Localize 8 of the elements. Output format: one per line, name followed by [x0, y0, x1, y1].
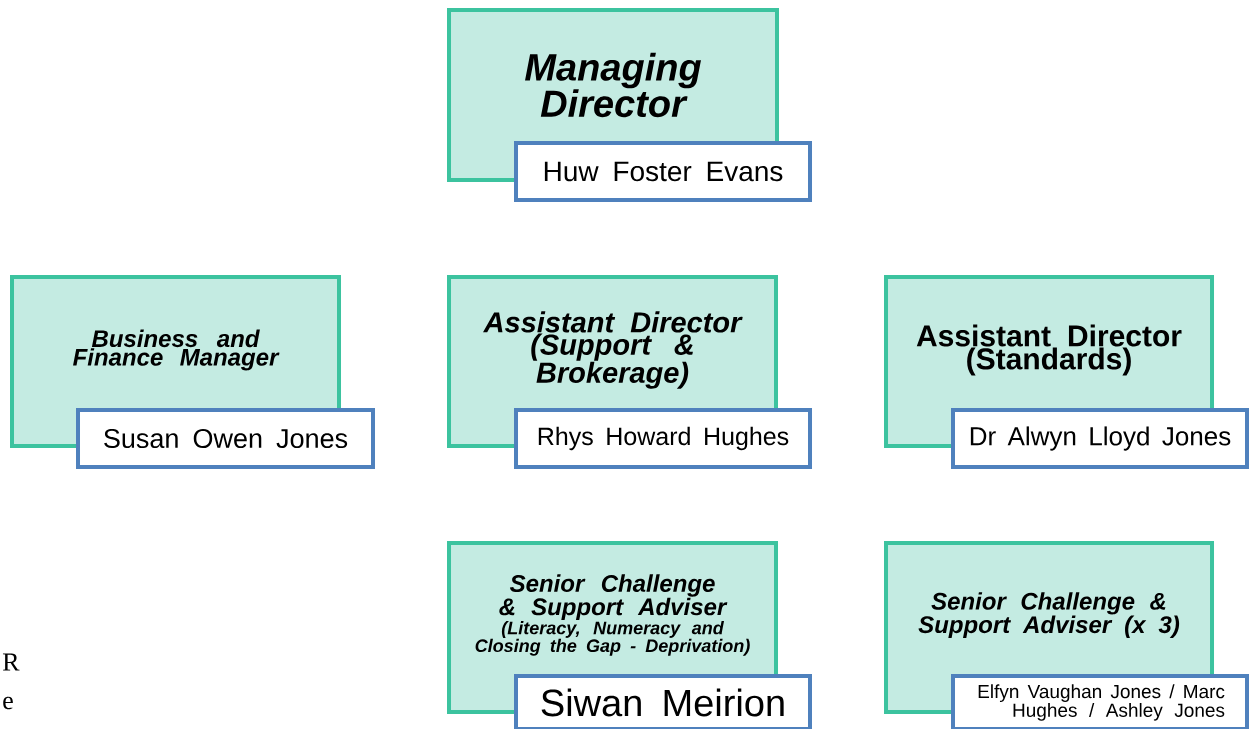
name-box: Huw Foster Evans — [514, 141, 812, 202]
stray-letter: R — [2, 653, 20, 671]
name-box: Susan Owen Jones — [76, 408, 375, 469]
name-box: Rhys Howard Hughes — [514, 408, 812, 469]
stray-letter: e — [3, 696, 13, 710]
name-box: Elfyn Vaughan Jones / Marc Hughes / Ashley Jones — [951, 674, 1249, 729]
name-box: Siwan Meirion — [514, 674, 812, 729]
name-box: Dr Alwyn Lloyd Jones — [951, 408, 1249, 469]
